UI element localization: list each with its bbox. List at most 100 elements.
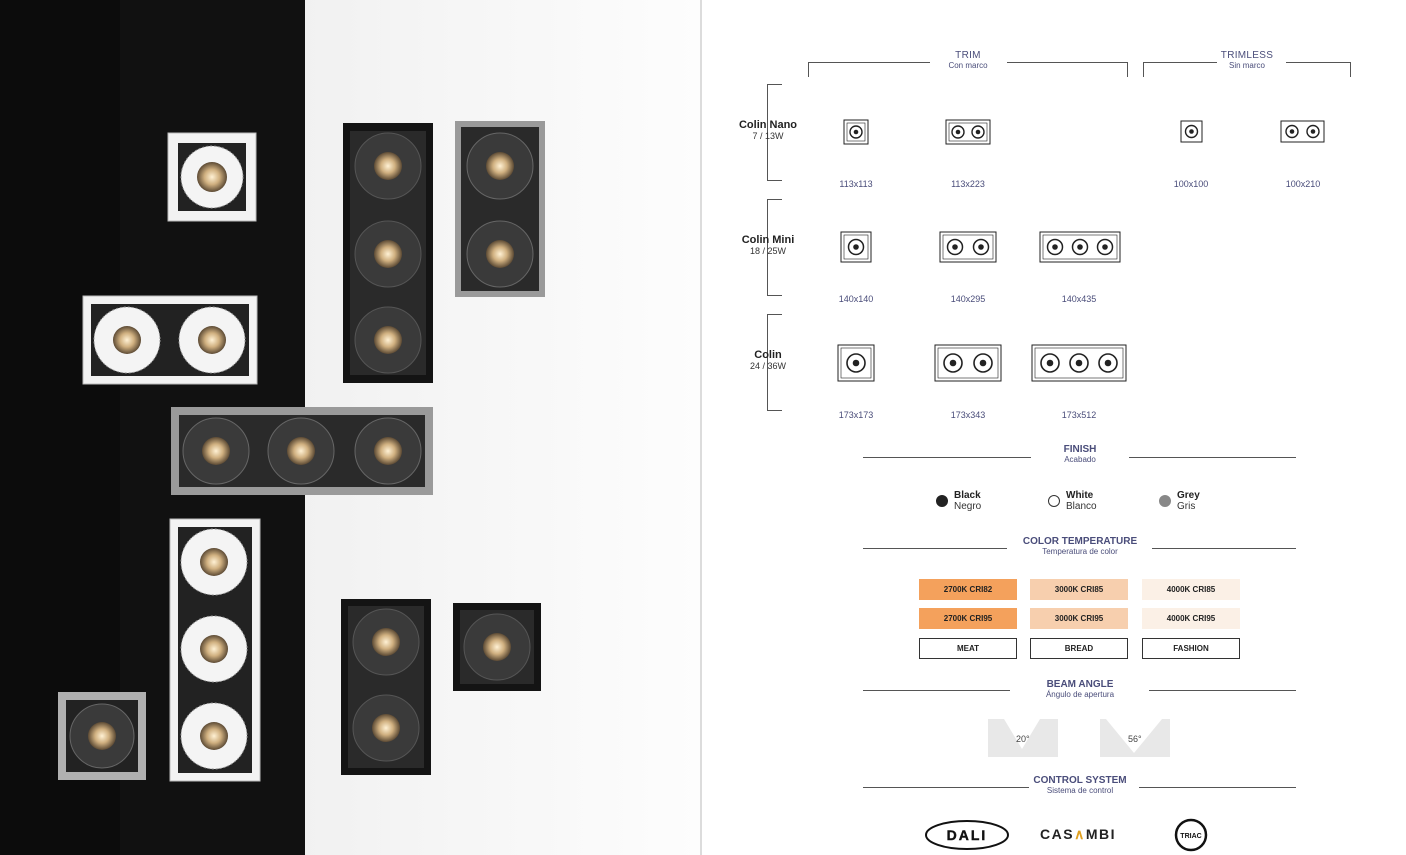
dimension-label: 173x512 [1061,410,1097,420]
fixture-photo [453,603,541,691]
product-power: 7 / 13W [752,131,784,141]
page-divider [700,0,702,855]
dimension-label: 113x223 [951,179,985,189]
dimension-label: 100x100 [1173,179,1209,189]
trimless-title: TRIMLESS [1220,50,1274,61]
row-bracket-colin-top [767,314,782,315]
beam-angle-header: BEAM ANGLE Ángulo de apertura [1020,679,1140,699]
fixture-photo [58,692,146,780]
ct-subtitle: Temperatura de color [1042,547,1118,556]
row-bracket-mini-top [767,199,782,200]
product-power: 18 / 25W [749,246,787,256]
beam-subtitle: Ángulo de apertura [1045,690,1115,699]
dimension-label: 113x113 [839,179,873,189]
triac-logo-icon: TRIAC [1174,818,1208,852]
finish-name-es: Gris [1177,501,1196,512]
trim-subtitle: Con marco [948,61,988,70]
beam-title: BEAM ANGLE [1046,679,1114,690]
product-power: 24 / 36W [749,361,787,371]
black-swatch-icon [936,495,948,507]
finish-subtitle: Acabado [1064,455,1096,464]
ct-rule-left [863,548,1007,549]
beam-rule-right [1149,690,1296,691]
trimless-bracket-left [1143,62,1217,63]
fixture-photo [171,407,433,495]
control-rule-left [863,787,1029,788]
downlight-single-icon [840,231,872,263]
downlight-triple-icon [1039,231,1121,263]
downlight-double-icon [934,344,1002,382]
trimless-subtitle: Sin marco [1228,61,1265,70]
svg-text:DALI: DALI [947,827,988,843]
trimless-tick-left [1143,62,1144,77]
beam-angle-narrow: 20° [1016,734,1030,744]
row-bracket-nano-top [767,84,782,85]
finish-option-black: Black Negro [936,490,981,512]
finish-name-es: Negro [954,501,982,512]
fixture-photo [341,599,431,775]
grey-swatch-icon [1159,495,1171,507]
dimension-label: 140x435 [1061,294,1097,304]
dimension-label: 100x210 [1285,179,1321,189]
row-bracket-nano-bottom [767,180,782,181]
finish-rule-right [1129,457,1296,458]
finish-rule-left [863,457,1031,458]
downlight-double-icon [939,231,997,263]
beam-wide-icon [1100,719,1170,757]
ct-option: 3000K CRI85 [1030,579,1128,600]
use-label-meat: MEAT [919,638,1017,659]
row-bracket-mini-bottom [767,295,782,296]
dimension-label: 140x295 [950,294,986,304]
trim-title: TRIM [955,50,981,61]
downlight-double-icon [1280,120,1325,143]
control-rule-right [1139,787,1296,788]
row-bracket-nano [767,84,768,181]
trimless-tick-right [1350,62,1351,77]
svg-text:TRIAC: TRIAC [1180,833,1201,840]
beam-angle-icons [988,719,1170,757]
control-title: CONTROL SYSTEM [1033,775,1127,786]
finish-name: Black [954,490,981,501]
finish-option-white: White Blanco [1048,490,1097,512]
use-label-bread: BREAD [1030,638,1128,659]
color-temperature-header: COLOR TEMPERATURE Temperatura de color [1002,536,1158,556]
ct-title: COLOR TEMPERATURE [1022,536,1138,547]
finish-name-es: Blanco [1066,501,1097,512]
finish-option-grey: Grey Gris [1159,490,1200,512]
ct-option: 2700K CRI95 [919,608,1017,629]
dimension-label: 140x140 [838,294,874,304]
trim-bracket-right [1007,62,1127,63]
control-subtitle: Sistema de control [1046,786,1114,795]
row-bracket-mini [767,199,768,296]
fixture-photo [455,121,545,297]
downlight-triple-icon [1031,344,1127,382]
product-name-colin-nano: Colin Nano 7 / 13W [728,119,808,141]
beam-rule-left [863,690,1010,691]
product-name: Colin Mini [741,234,795,246]
trim-tick-left [808,62,809,77]
downlight-single-icon [843,119,869,145]
finish-header: FINISH Acabado [1030,444,1130,464]
trim-header: TRIM Con marco [928,50,1008,70]
row-bracket-colin-bottom [767,410,782,411]
downlight-single-icon [837,344,875,382]
row-bracket-colin [767,314,768,411]
dimension-label: 173x343 [950,410,986,420]
white-swatch-icon [1048,495,1060,507]
ct-option: 4000K CRI95 [1142,608,1240,629]
beam-angle-wide: 56° [1128,734,1142,744]
beam-narrow-icon [988,719,1058,757]
dimension-label: 173x173 [838,410,874,420]
casambi-logo-icon: CAS∧MBI [1040,826,1116,842]
fixture-photo [82,295,258,385]
product-name-colin: Colin 24 / 36W [728,349,808,371]
product-name: Colin [754,349,782,361]
fixture-photo [169,518,261,782]
finish-name: Grey [1177,490,1200,501]
trim-tick-right [1127,62,1128,77]
finish-title: FINISH [1063,444,1097,455]
product-name: Colin Nano [738,119,798,131]
control-system-header: CONTROL SYSTEM Sistema de control [1020,775,1140,795]
ct-option: 2700K CRI82 [919,579,1017,600]
downlight-double-icon [945,119,991,145]
